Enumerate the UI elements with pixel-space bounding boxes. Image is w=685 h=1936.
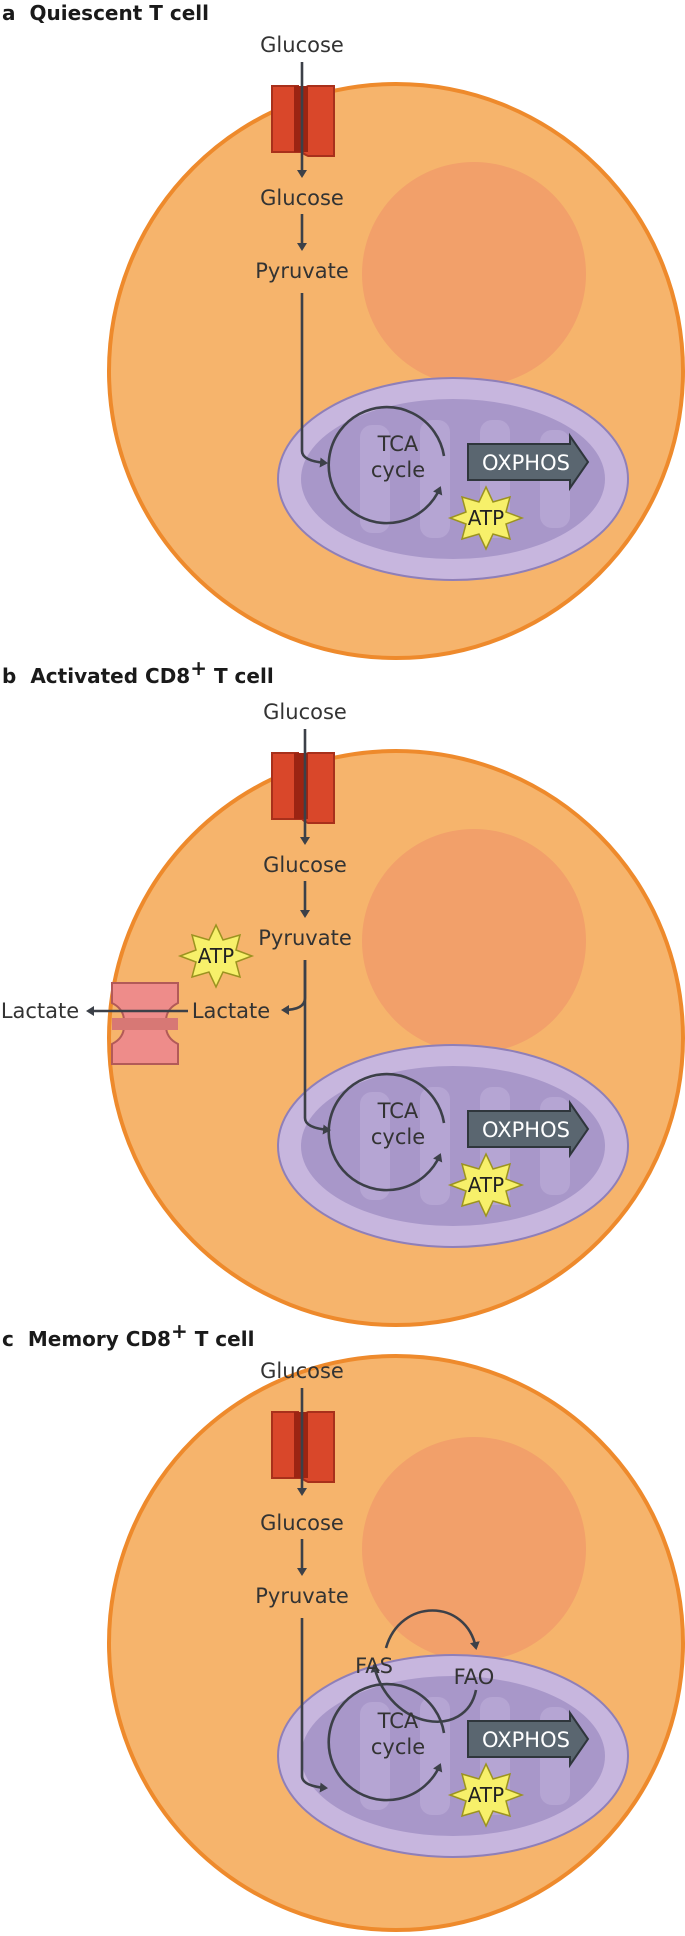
pyruvate-to-tca-arrow — [300, 1618, 328, 1793]
tca-label-line1: TCA — [377, 432, 419, 456]
panel-letter: a — [2, 1, 16, 25]
pyruvate-label: Pyruvate — [258, 926, 352, 950]
fao-to-fas-arrow — [370, 1664, 478, 1723]
fao-label: FAO — [454, 1665, 495, 1689]
fas-to-fao-arrow — [384, 1609, 480, 1650]
panel-title: Quiescent T cell — [30, 1, 209, 25]
pyruvate-label: Pyruvate — [255, 1584, 349, 1608]
panel-title-superscript: + — [190, 656, 207, 680]
glucose-outside-label: Glucose — [260, 33, 344, 57]
panel-title-superscript: + — [171, 1319, 188, 1343]
glucose-inside-label: Glucose — [260, 186, 344, 210]
lactate-inside-label: Lactate — [192, 999, 270, 1023]
atp-burst-mito: ATP — [447, 485, 525, 551]
fas-label: FAS — [355, 1654, 393, 1678]
glucose-outside-label: Glucose — [263, 700, 347, 724]
atp-burst-glycolysis: ATP — [177, 923, 255, 989]
atp-label: ATP — [468, 506, 504, 530]
pyruvate-label: Pyruvate — [255, 259, 349, 283]
glucose-transporter — [271, 752, 335, 824]
glucose-inside-label: Glucose — [260, 1511, 344, 1535]
tca-label-line1: TCA — [377, 1709, 419, 1733]
pyruvate-to-tca-arrow — [303, 960, 331, 1135]
tca-cycle: TCA cycle — [327, 405, 446, 525]
glucose-transporter — [271, 1411, 335, 1483]
glucose-transporter — [271, 85, 335, 157]
atp-label: ATP — [198, 944, 234, 968]
panel-c: c Memory CD8+ T cell Glucose Glucose Pyr… — [2, 1319, 685, 1932]
panel-a: a Quiescent T cell Glucose Glucose Pyruv… — [2, 1, 685, 660]
fatty-acid-cycle: FAS FAO — [355, 1609, 495, 1723]
tca-label-line2: cycle — [371, 1735, 425, 1759]
panel-letter: b — [2, 664, 16, 688]
svg-text:c Memory CD8+ T cell: c Memory CD8+ T cell — [2, 1319, 254, 1351]
tca-label-line2: cycle — [371, 1125, 425, 1149]
panel-title-rest: T cell — [188, 1327, 255, 1351]
panel-title: Activated CD8 — [30, 664, 190, 688]
oxphos-arrow: OXPHOS — [467, 1709, 590, 1769]
tca-cycle: TCA cycle — [327, 1072, 446, 1192]
panel-letter: c — [2, 1327, 14, 1351]
oxphos-label: OXPHOS — [482, 1728, 570, 1752]
tca-label-line1: TCA — [377, 1099, 419, 1123]
tca-label-line2: cycle — [371, 458, 425, 482]
oxphos-arrow: OXPHOS — [467, 432, 590, 492]
nucleus — [362, 162, 586, 386]
oxphos-label: OXPHOS — [482, 1118, 570, 1142]
glucose-inside-label: Glucose — [263, 853, 347, 877]
atp-label: ATP — [468, 1173, 504, 1197]
nucleus — [362, 829, 586, 1053]
lactate-outside-label: Lactate — [1, 999, 79, 1023]
tca-cycle: TCA cycle — [327, 1682, 446, 1802]
lactate-transporter — [111, 982, 179, 1065]
svg-text:a Quiescent T cell: a Quiescent T cell — [2, 1, 209, 25]
panel-title: Memory CD8 — [28, 1327, 171, 1351]
atp-burst-mito: ATP — [447, 1152, 525, 1218]
panel-title-rest: T cell — [207, 664, 274, 688]
panel-b: b Activated CD8+ T cell Glucose — [1, 656, 685, 1327]
atp-burst-mito: ATP — [447, 1762, 525, 1828]
pyruvate-to-tca-arrow — [300, 293, 328, 468]
glucose-outside-label: Glucose — [260, 1359, 344, 1383]
atp-label: ATP — [468, 1783, 504, 1807]
nucleus — [362, 1437, 586, 1661]
svg-text:b Activated CD8+ T cell: b Activated CD8+ T cell — [2, 656, 274, 688]
oxphos-label: OXPHOS — [482, 451, 570, 475]
mitochondrion — [277, 1654, 629, 1858]
oxphos-arrow: OXPHOS — [467, 1099, 590, 1159]
